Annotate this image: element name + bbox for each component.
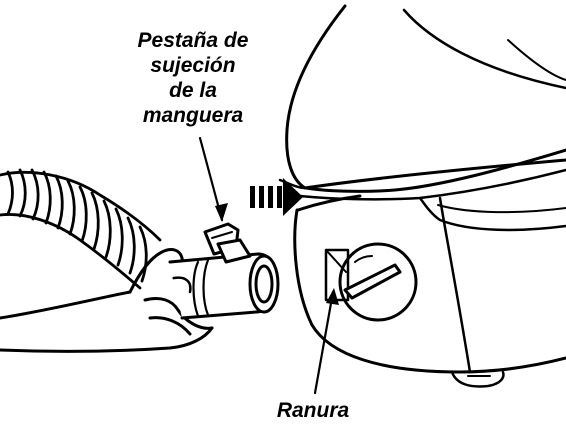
slot-label: Ranura — [268, 398, 358, 423]
hose-tab-label-line-2: sujeción — [118, 53, 268, 78]
insert-direction-arrow — [250, 178, 303, 216]
vacuum-body — [280, 6, 566, 386]
hose-tab-label-line-1: Pestaña de — [118, 28, 268, 53]
hose-tab-label-line-3: de la — [118, 78, 268, 103]
hose-inlet-socket — [326, 244, 416, 320]
corrugated-hose — [0, 170, 160, 288]
hose-tab-label: Pestaña de sujeción de la manguera — [118, 28, 268, 128]
hose-tab-label-line-4: manguera — [118, 103, 268, 128]
